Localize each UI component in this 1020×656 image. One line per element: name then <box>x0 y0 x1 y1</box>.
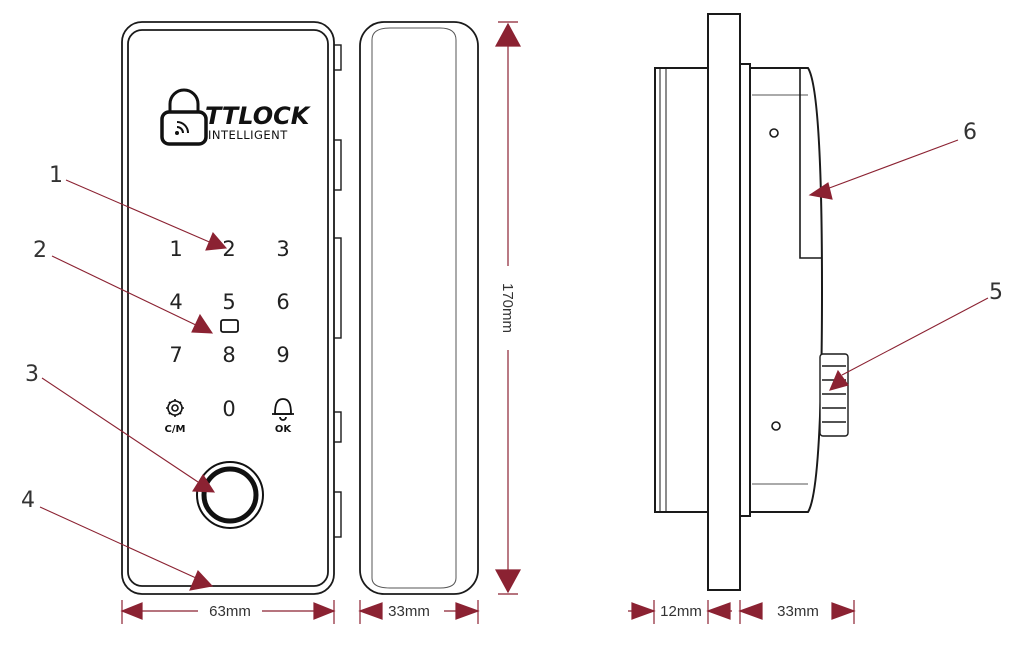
key-3: 3 <box>276 237 289 261</box>
card-reader-icon <box>220 319 239 333</box>
key-6: 6 <box>276 290 289 314</box>
dim-front-width-label: 63mm <box>209 603 251 620</box>
key-5: 5 <box>222 290 235 314</box>
cm-label: C/M <box>165 424 186 435</box>
callout-3: 3 <box>25 362 39 387</box>
key-0: 0 <box>222 397 235 421</box>
side-view <box>654 13 849 591</box>
dimension-lines <box>120 21 856 624</box>
screw-top <box>769 128 779 138</box>
key-4: 4 <box>169 290 182 314</box>
ok-label: OK <box>275 424 293 435</box>
key-7: 7 <box>169 343 182 367</box>
callout-1: 1 <box>49 163 63 188</box>
keypad: 1 2 3 4 5 6 7 8 9 0 C/M OK <box>165 237 294 435</box>
dim-front-depth-label: 33mm <box>388 603 430 620</box>
outer-lock-body <box>749 67 824 513</box>
dim-height-label: 170mm <box>499 283 516 333</box>
front-view: TTLOCK INTELLIGENT 1 2 3 4 5 6 7 8 9 0 C… <box>121 21 342 595</box>
key-9: 9 <box>276 343 289 367</box>
brand-tagline: INTELLIGENT <box>208 128 288 142</box>
inner-lock-body <box>654 67 713 513</box>
key-2: 2 <box>222 237 235 261</box>
front-panel <box>127 29 329 587</box>
callout-6: 6 <box>963 120 977 145</box>
battery-grip <box>819 353 849 437</box>
fingerprint-sensor-icon <box>196 461 264 529</box>
callout-leaders <box>39 139 989 591</box>
bell-icon <box>272 398 294 421</box>
screw-bottom <box>771 421 781 431</box>
dim-side-glass-label: 12mm <box>660 603 702 620</box>
key-8: 8 <box>222 343 235 367</box>
callout-4: 4 <box>21 488 35 513</box>
gear-icon <box>166 399 184 417</box>
callout-2: 2 <box>33 238 47 263</box>
dim-side-depth-label: 33mm <box>777 603 819 620</box>
key-1: 1 <box>169 237 182 261</box>
front-depth-view <box>359 21 479 595</box>
glass-panel <box>707 13 741 591</box>
callout-5: 5 <box>989 280 1003 305</box>
padlock-wifi-icon <box>160 88 208 146</box>
brand-name: TTLOCK <box>205 102 312 130</box>
